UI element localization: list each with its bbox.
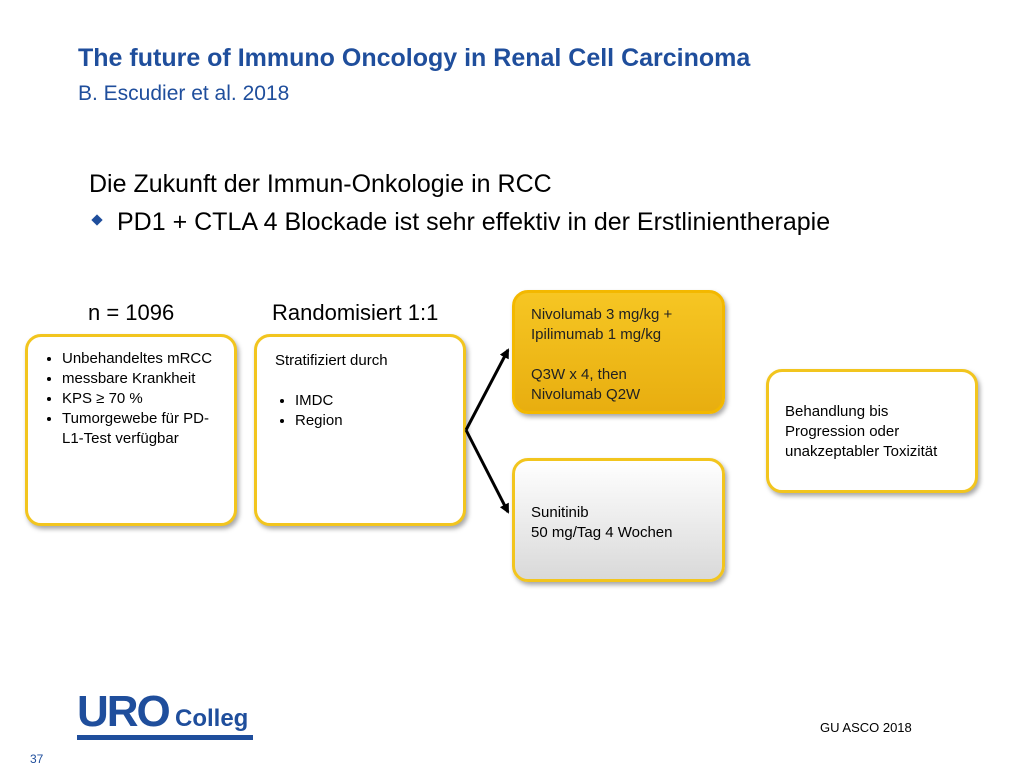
urocolleg-logo: URO Colleg xyxy=(77,687,257,745)
treatment-duration-box: Behandlung bis Progression oder unakzept… xyxy=(766,369,978,493)
sample-size-label: n = 1096 xyxy=(88,300,175,325)
list-item: KPS ≥ 70 % xyxy=(62,389,226,409)
patient-criteria-box: Unbehandeltes mRCC messbare Krankheit KP… xyxy=(25,334,237,526)
key-point-text: PD1 + CTLA 4 Blockade ist sehr effektiv … xyxy=(117,208,831,236)
list-item: Tumorgewebe für PD-L1-Test verfügbar xyxy=(62,409,226,449)
arm-line: Q3W x 4, then xyxy=(531,366,627,383)
list-item: Region xyxy=(295,411,455,431)
arm-line: 50 mg/Tag 4 Wochen xyxy=(531,524,673,541)
slide-title: The future of Immuno Oncology in Renal C… xyxy=(78,44,751,72)
patient-criteria-list: Unbehandeltes mRCC messbare Krankheit KP… xyxy=(42,349,226,449)
logo-underline xyxy=(77,735,253,740)
arm-line: Ipilimumab 1 mg/kg xyxy=(531,326,662,343)
arm-line: Nivolumab 3 mg/kg + xyxy=(531,306,673,323)
stratification-heading: Stratifiziert durch xyxy=(275,352,388,369)
treatment-line: unakzeptabler Toxizität xyxy=(785,443,938,460)
arrow-to-sunitinib-arm xyxy=(464,429,510,514)
stratification-list: IMDC Region xyxy=(275,391,455,431)
logo-text-colleg: Colleg xyxy=(175,705,249,732)
arm-line: Sunitinib xyxy=(531,504,589,521)
list-item: Unbehandeltes mRCC xyxy=(62,349,226,369)
page-number: 37 xyxy=(30,752,44,766)
treatment-line: Progression oder xyxy=(785,423,900,440)
section-heading: Die Zukunft der Immun-Onkologie in RCC xyxy=(89,170,552,198)
list-item: IMDC xyxy=(295,391,455,411)
sunitinib-arm-box: Sunitinib 50 mg/Tag 4 Wochen xyxy=(512,458,725,582)
nivolumab-ipilimumab-arm-box: Nivolumab 3 mg/kg + Ipilimumab 1 mg/kg Q… xyxy=(512,290,725,414)
randomization-label: Randomisiert 1:1 xyxy=(272,300,439,325)
arm-line: Nivolumab Q2W xyxy=(531,386,641,403)
stratification-box: Stratifiziert durch IMDC Region xyxy=(254,334,466,526)
list-item: messbare Krankheit xyxy=(62,369,226,389)
logo-text-uro: URO xyxy=(77,687,171,736)
arrow-to-nivolumab-arm xyxy=(464,348,510,431)
slide-subtitle: B. Escudier et al. 2018 xyxy=(78,82,290,105)
treatment-line: Behandlung bis xyxy=(785,403,889,420)
key-point: PD1 + CTLA 4 Blockade ist sehr effektiv … xyxy=(89,208,830,237)
source-citation: GU ASCO 2018 xyxy=(820,720,912,735)
